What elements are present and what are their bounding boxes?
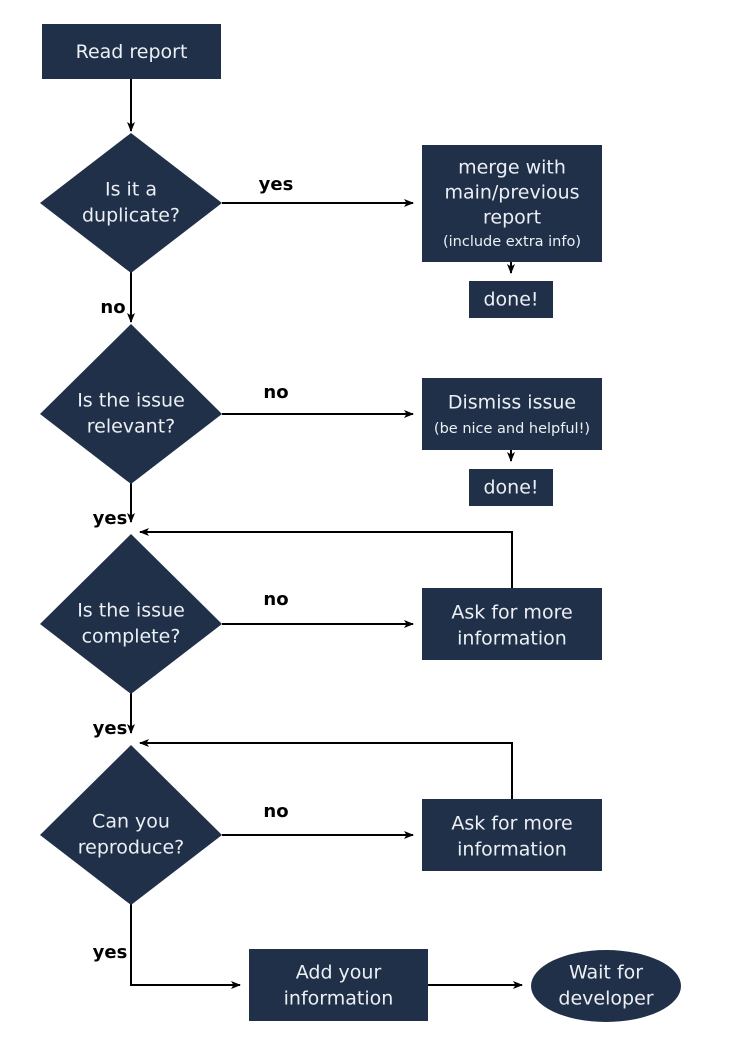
is-relevant-label-line2: relevant? [87, 416, 176, 438]
dismiss-issue-box[interactable] [422, 378, 602, 450]
node-done-dismiss[interactable]: done! [469, 469, 553, 506]
done-merge-label: done! [483, 289, 538, 311]
merge-report-label-line2: main/previous [444, 182, 579, 204]
edge-label-complete-yes: yes [93, 718, 128, 739]
is-duplicate-diamond[interactable] [40, 133, 222, 273]
edge-labels-layer: yes no no yes no yes no yes [93, 174, 294, 963]
edge-label-reproduce-yes: yes [93, 942, 128, 963]
node-read-report[interactable]: Read report [42, 24, 221, 79]
dismiss-issue-note: (be nice and helpful!) [434, 421, 590, 437]
edge-reproduce-yes-to-add-info [130, 903, 241, 989]
done-merge-box[interactable] [469, 281, 553, 318]
node-done-merge[interactable]: done! [469, 281, 553, 318]
node-dismiss-issue[interactable]: Dismiss issue (be nice and helpful!) [422, 378, 602, 450]
edges-layer [127, 79, 523, 989]
ask-more-info-1-label-line1: Ask for more [451, 602, 572, 624]
merge-report-label-line3: report [483, 207, 541, 229]
ask-more-info-2-label-line2: information [457, 839, 567, 861]
node-wait-for-developer[interactable]: Wait for developer [531, 950, 681, 1022]
ask-more-info-1-label-line2: information [457, 628, 567, 650]
wait-for-developer-label-line2: developer [558, 988, 653, 1010]
edge-label-complete-no: no [263, 589, 288, 610]
merge-report-note: (include extra info) [443, 234, 581, 250]
can-reproduce-diamond[interactable] [40, 745, 222, 905]
edge-ask2-loop-to-reproduce [139, 739, 513, 799]
done-dismiss-box[interactable] [469, 469, 553, 506]
can-reproduce-label-line1: Can you [92, 811, 170, 833]
merge-report-box[interactable] [422, 145, 602, 262]
add-your-information-label-line1: Add your [296, 962, 382, 984]
node-is-duplicate[interactable]: Is it a duplicate? [40, 133, 222, 273]
edge-label-relevant-yes: yes [93, 508, 128, 529]
add-your-information-box[interactable] [249, 949, 428, 1021]
node-is-complete[interactable]: Is the issue complete? [40, 534, 222, 694]
is-duplicate-label-line2: duplicate? [82, 205, 180, 227]
node-merge-report[interactable]: merge with main/previous report (include… [422, 145, 602, 262]
edge-label-relevant-no: no [263, 382, 288, 403]
can-reproduce-label-line2: reproduce? [78, 837, 185, 859]
dismiss-issue-label: Dismiss issue [448, 392, 576, 414]
node-ask-more-info-1[interactable]: Ask for more information [422, 588, 602, 660]
wait-for-developer-label-line1: Wait for [569, 962, 643, 984]
is-complete-label-line1: Is the issue [77, 600, 185, 622]
edge-label-reproduce-no: no [263, 801, 288, 822]
node-add-your-information[interactable]: Add your information [249, 949, 428, 1021]
edge-label-duplicate-yes: yes [259, 174, 294, 195]
add-your-information-label-line2: information [284, 988, 394, 1010]
edge-ask1-loop-to-complete [139, 528, 513, 588]
ask-more-info-2-label-line1: Ask for more [451, 813, 572, 835]
done-dismiss-label: done! [483, 477, 538, 499]
node-is-relevant[interactable]: Is the issue relevant? [40, 324, 222, 484]
is-complete-diamond[interactable] [40, 534, 222, 694]
is-relevant-diamond[interactable] [40, 324, 222, 484]
ask-more-info-1-box[interactable] [422, 588, 602, 660]
edge-label-duplicate-no: no [100, 297, 125, 318]
is-duplicate-label-line1: Is it a [105, 179, 157, 201]
node-ask-more-info-2[interactable]: Ask for more information [422, 799, 602, 871]
read-report-box[interactable] [42, 24, 221, 79]
ask-more-info-2-box[interactable] [422, 799, 602, 871]
node-can-reproduce[interactable]: Can you reproduce? [40, 745, 222, 905]
is-complete-label-line2: complete? [82, 626, 181, 648]
read-report-label: Read report [76, 41, 188, 63]
merge-report-label-line1: merge with [458, 157, 566, 179]
is-relevant-label-line1: Is the issue [77, 390, 185, 412]
wait-for-developer-ellipse[interactable] [531, 950, 681, 1022]
